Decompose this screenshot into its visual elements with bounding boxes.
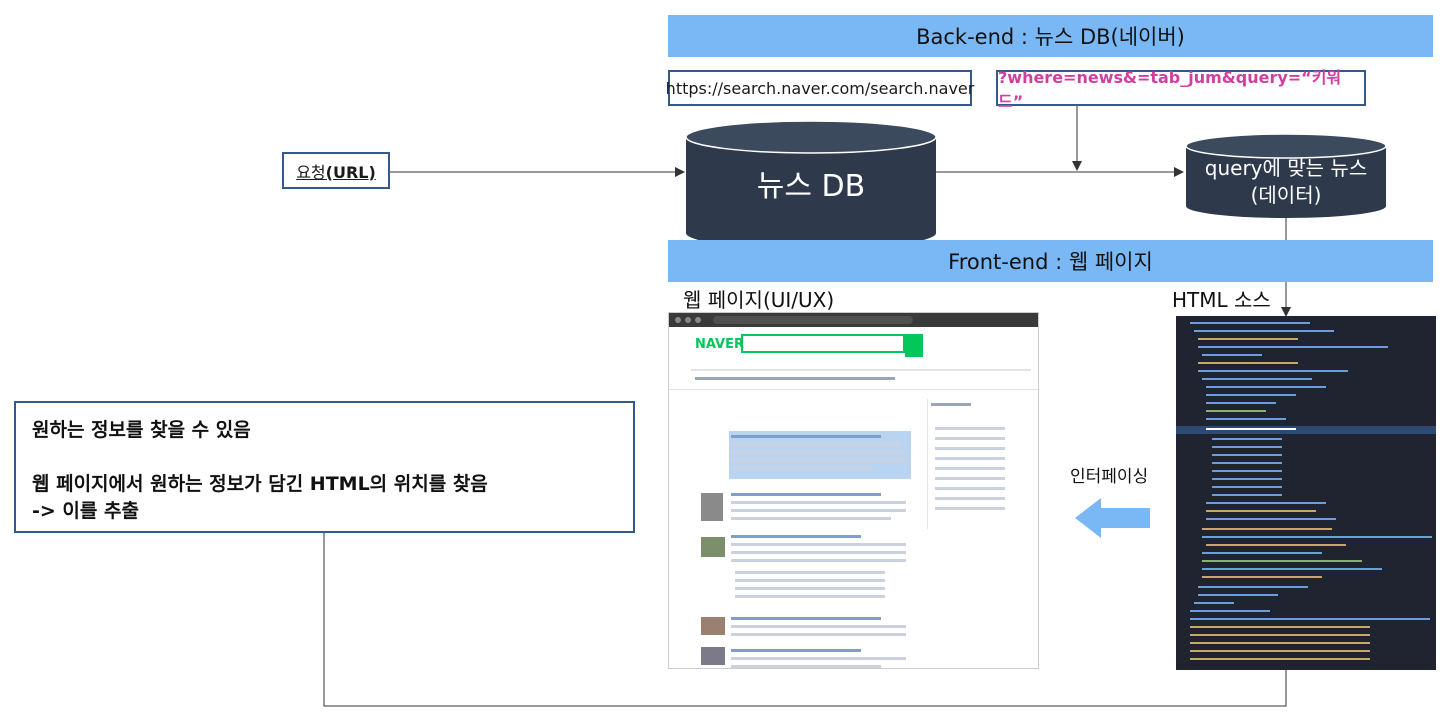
browser-toolbar [669,313,1038,327]
news-db-label: 뉴스 DB [756,169,866,204]
interfacing-arrow-icon [1075,498,1150,538]
html-source-label: HTML 소스 [1172,288,1271,312]
frontend-banner-text: Front-end : 웹 페이지 [948,250,1153,274]
webpage-screenshot: NAVER [668,312,1039,669]
description-box: 원하는 정보를 찾을 수 있음 웹 페이지에서 원하는 정보가 담긴 HTML의… [14,401,635,533]
url-text: https://search.naver.com/search.naver [665,78,975,98]
html-source-screenshot [1176,316,1436,670]
news-thumb-4 [701,647,725,665]
loop-line [323,532,1287,707]
description-line1: 원하는 정보를 찾을 수 있음 [32,419,251,441]
query-result-label-wrap: query에 맞는 뉴스 (데이터) [1186,152,1386,212]
request-label-prefix: 요청 [296,162,326,182]
query-result-cylinder [1185,133,1387,218]
request-box: 요청(URL) [282,152,390,189]
news-db-label-wrap: 뉴스 DB [686,155,936,211]
query-text: ?where=news&=tab_jum&query=“키워드” [998,68,1342,111]
query-box: ?where=news&=tab_jum&query=“키워드” [996,68,1366,111]
right-panel [927,399,1033,529]
query-result-line2: (데이터) [1250,183,1322,207]
webpage-label: 웹 페이지(UI/UX) [683,288,835,312]
news-thumb-2 [701,537,725,557]
search-icon [905,334,923,357]
news-thumb-3 [701,617,725,635]
news-thumb-1 [701,493,723,521]
news-highlight-block [729,431,911,479]
naver-search-input [741,334,905,353]
url-box: https://search.naver.com/search.naver [665,70,975,106]
code-highlight-row [1176,426,1436,434]
interfacing-label: 인터페이싱 [1070,467,1149,487]
request-label-bold: (URL) [325,162,376,182]
description-line2: 웹 페이지에서 원하는 정보가 담긴 HTML의 위치를 찾음 [32,473,488,495]
backend-banner: Back-end : 뉴스 DB(네이버) [668,15,1433,57]
description-line3: -> 이를 추출 [32,500,139,522]
naver-logo: NAVER [695,337,745,352]
query-result-line1: query에 맞는 뉴스 [1204,156,1368,180]
frontend-banner: Front-end : 웹 페이지 [668,240,1433,282]
backend-banner-text: Back-end : 뉴스 DB(네이버) [916,25,1185,49]
